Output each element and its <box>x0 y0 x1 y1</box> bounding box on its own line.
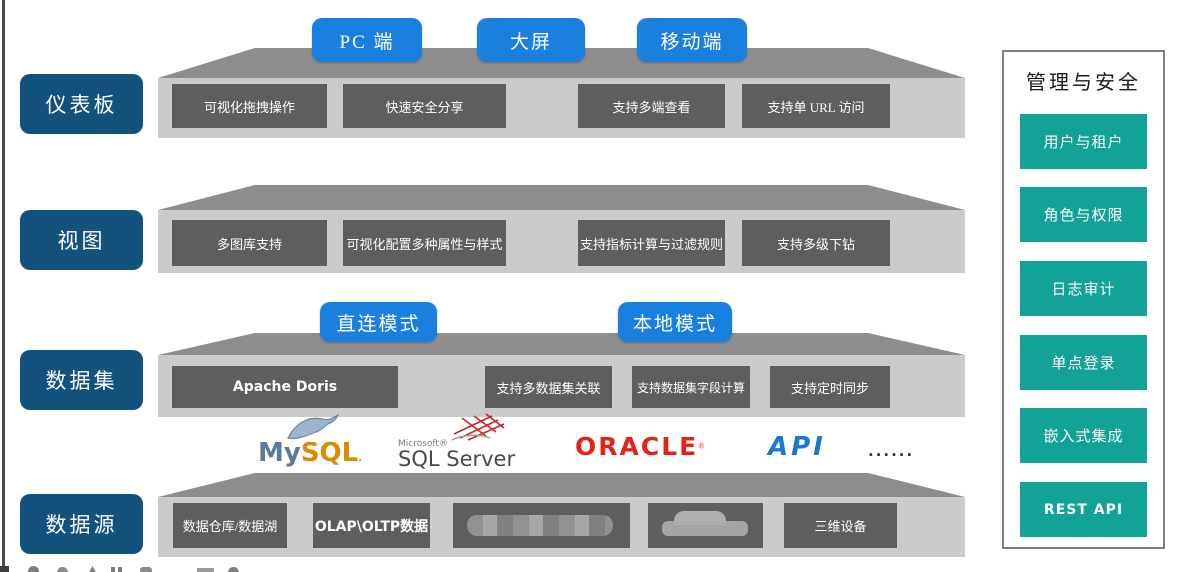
blurred-box <box>648 503 763 548</box>
client-pill-mobile: 移动端 <box>637 18 747 62</box>
clipped-icon-fragment <box>28 566 39 572</box>
microsoft-wordmark: Microsoft® <box>398 439 448 449</box>
api-logo: API <box>768 434 840 464</box>
sqlserver-logo: Microsoft® SQL Server <box>398 413 538 471</box>
mysql-wordmark-sql: SQL <box>300 438 359 468</box>
feature-text: 多图库支持 <box>216 236 282 252</box>
feature-text: 支持数据集字段计算 <box>636 380 745 395</box>
client-pill-bigscreen: 大屏 <box>477 18 585 62</box>
ellipsis-text: ...... <box>868 442 915 460</box>
blurred-content <box>467 515 613 536</box>
feature-box: 支持数据集字段计算 <box>632 366 750 408</box>
blurred-content <box>662 521 748 536</box>
feature-text: 可视化拖拽操作 <box>203 99 295 115</box>
clipped-icon-fragment <box>197 568 214 572</box>
oracle-registered-mark: ® <box>698 441 705 451</box>
layer-label-dataset: 数据集 <box>20 350 143 410</box>
feature-box: 可视化配置多种属性与样式 <box>343 220 506 266</box>
mode-pill-direct-label: 直连模式 <box>336 313 421 335</box>
sqlserver-wordmark: SQL Server <box>398 447 516 471</box>
security-item-sso: 单点登录 <box>1020 335 1147 390</box>
feature-text: 支持指标计算与过滤规则 <box>579 236 723 252</box>
feature-text: 支持多端查看 <box>612 99 691 115</box>
layer-label-view-text: 视图 <box>57 229 106 253</box>
platform-top-dataset <box>158 333 965 355</box>
clipped-icon-fragment <box>118 567 122 572</box>
feature-text: 支持定时同步 <box>790 380 869 396</box>
clipped-icon-fragment <box>140 567 152 572</box>
clipped-icon-fragment <box>0 566 9 572</box>
feature-box: 可视化拖拽操作 <box>172 84 327 128</box>
security-item-rest-api: REST API <box>1020 482 1147 537</box>
security-panel-title: 管理与安全 <box>1026 72 1141 94</box>
feature-box: 支持多级下钻 <box>742 220 890 266</box>
feature-box: 支持指标计算与过滤规则 <box>578 220 725 266</box>
feature-box: 支持多数据集关联 <box>485 366 612 408</box>
mode-pill-direct: 直连模式 <box>320 302 437 342</box>
feature-box: 快速安全分享 <box>343 84 506 128</box>
feature-box-apache-doris: Apache Doris <box>172 366 398 408</box>
clipped-icon-fragment <box>111 567 115 572</box>
oracle-wordmark: ORACLE <box>575 432 699 461</box>
feature-text: 可视化配置多种属性与样式 <box>346 236 503 252</box>
feature-text: OLAP\OLTP数据 <box>314 518 429 535</box>
security-item-users-tenants: 用户与租户 <box>1020 114 1147 169</box>
mysql-wordmark-my: My <box>258 438 301 468</box>
client-pill-mobile-label: 移动端 <box>660 31 724 53</box>
feature-box: 支持定时同步 <box>770 366 890 408</box>
security-item-embedded-integration: 嵌入式集成 <box>1020 408 1147 463</box>
feature-box: 支持多端查看 <box>578 84 725 128</box>
layer-label-view: 视图 <box>20 210 143 270</box>
client-pill-pc: PC 端 <box>312 18 422 62</box>
feature-box-olap-oltp: OLAP\OLTP数据 <box>313 503 430 548</box>
feature-box: 数据仓库/数据湖 <box>173 503 287 548</box>
sqlserver-flag-icon <box>451 413 505 441</box>
feature-text: 支持单 URL 访问 <box>767 99 865 115</box>
feature-text: 三维设备 <box>814 519 867 534</box>
feature-text: 快速安全分享 <box>385 99 464 115</box>
clipped-icon-fragment <box>57 567 68 572</box>
layer-label-dashboard-text: 仪表板 <box>45 93 118 117</box>
clipped-icon-fragment <box>87 566 98 572</box>
feature-text: Apache Doris <box>232 379 338 395</box>
layer-label-datasource: 数据源 <box>20 494 143 554</box>
platform-top-datasource <box>158 473 965 497</box>
feature-box: 支持单 URL 访问 <box>742 84 890 128</box>
feature-text: 数据仓库/数据湖 <box>182 519 278 534</box>
client-pill-pc-label: PC 端 <box>339 31 395 53</box>
api-wordmark: API <box>768 432 826 462</box>
mysql-dolphin-icon <box>287 414 340 440</box>
platform-top-view <box>158 185 965 210</box>
layer-label-datasource-text: 数据源 <box>45 513 118 537</box>
security-item-roles-permissions: 角色与权限 <box>1020 187 1147 242</box>
oracle-logo: ORACLE® <box>575 434 725 464</box>
page-left-border <box>2 0 5 572</box>
feature-box: 三维设备 <box>784 503 897 548</box>
mode-pill-local: 本地模式 <box>618 302 732 342</box>
blurred-box <box>453 503 630 548</box>
mode-pill-local-label: 本地模式 <box>632 313 717 335</box>
feature-box: 多图库支持 <box>172 220 327 266</box>
security-panel: 管理与安全 用户与租户 角色与权限 日志审计 单点登录 嵌入式集成 REST A… <box>1002 50 1165 549</box>
security-item-log-audit: 日志审计 <box>1020 261 1147 316</box>
feature-text: 支持多级下钻 <box>776 236 855 252</box>
client-pill-bigscreen-label: 大屏 <box>509 31 552 53</box>
feature-text: 支持多数据集关联 <box>496 380 601 396</box>
mysql-logo: MySQL. <box>258 414 362 468</box>
clipped-icon-fragment <box>228 567 239 572</box>
layer-label-dashboard: 仪表板 <box>20 74 143 134</box>
layer-label-dataset-text: 数据集 <box>45 369 118 393</box>
